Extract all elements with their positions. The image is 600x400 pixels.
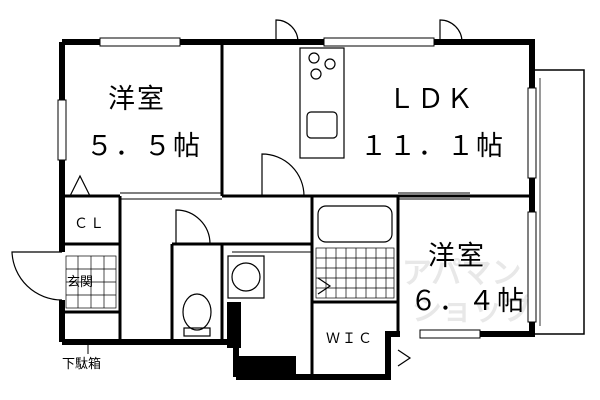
ldk-size: １１．１帖 <box>360 131 505 162</box>
bathtub-icon <box>317 205 393 243</box>
western-room-2-size: ６．４帖 <box>410 286 526 317</box>
pillars <box>227 302 296 378</box>
sink-icon <box>306 111 338 139</box>
stove-burner-icon <box>310 68 322 80</box>
watermark-line-1: アパマン <box>402 256 521 291</box>
swing-doors <box>11 19 463 367</box>
stove-burner-icon <box>324 58 336 70</box>
entrance-label: 玄関 <box>67 275 93 290</box>
walk-in-closet-label: ＷＩＣ <box>326 331 374 347</box>
western-room-2-name: 洋室 <box>428 241 486 272</box>
toilet-icon <box>182 293 212 337</box>
ldk-name: ＬＤＫ <box>388 84 475 115</box>
kitchen-counter <box>299 47 345 159</box>
room-labels: 洋室 ５．５帖 ＬＤＫ １１．１帖 洋室 ６．４帖 ＣＬ 玄関 ＷＩＣ 下駄箱 <box>62 84 526 372</box>
closet-label: ＣＬ <box>74 216 106 232</box>
balcony <box>531 69 585 335</box>
shoe-cabinet-label: 下駄箱 <box>62 356 101 372</box>
western-room-1-size: ５．５帖 <box>86 131 202 162</box>
watermark-line-2: ショップ <box>412 293 533 328</box>
washing-machine-icon <box>227 255 265 299</box>
windows <box>57 37 537 339</box>
interior-walls <box>62 42 532 377</box>
watermark: アパマン ショップ <box>402 256 533 328</box>
western-room-1-name: 洋室 <box>108 84 166 115</box>
sliding-doors <box>120 192 470 253</box>
bathroom-floor <box>315 247 395 299</box>
stove-burner-icon <box>308 52 320 64</box>
entrance-floor <box>65 255 117 309</box>
